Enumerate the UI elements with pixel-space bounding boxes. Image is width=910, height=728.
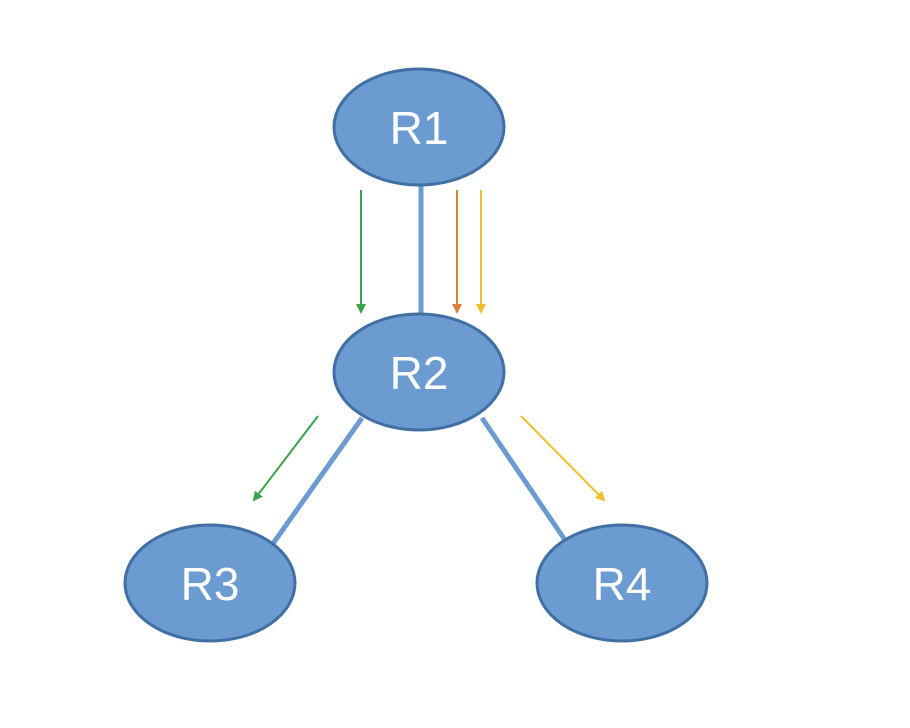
node-r2-label: R2 bbox=[390, 347, 449, 399]
flow-arrow-green-r2-r3 bbox=[252, 415, 319, 502]
link-r2-r4 bbox=[479, 416, 568, 542]
node-r1-label: R1 bbox=[390, 102, 449, 154]
node-r3: R3 bbox=[123, 523, 297, 643]
node-r4-label: R4 bbox=[593, 558, 652, 610]
node-r3-label: R3 bbox=[181, 558, 240, 610]
node-r4: R4 bbox=[535, 523, 709, 643]
flow-arrow-yellow-r2-r4 bbox=[520, 415, 606, 502]
link-r2-r3 bbox=[269, 416, 365, 547]
node-r1: R1 bbox=[332, 67, 506, 187]
node-r2: R2 bbox=[332, 312, 506, 432]
